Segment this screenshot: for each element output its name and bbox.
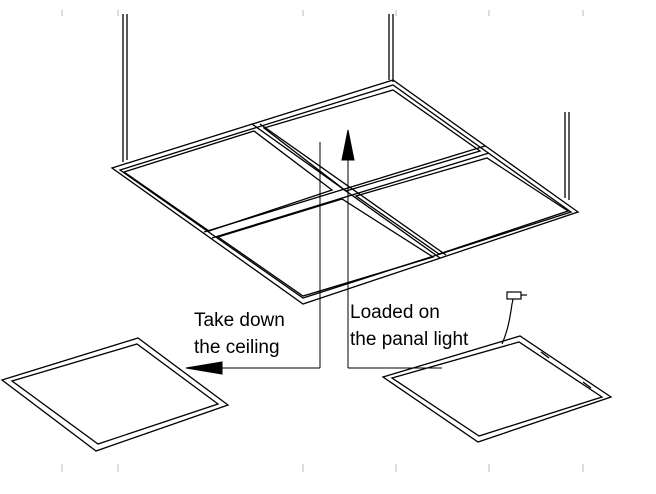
led-panel-light xyxy=(381,335,613,443)
ceiling-panel-top xyxy=(262,89,482,192)
ceiling-panel-left xyxy=(122,130,334,232)
ceiling-grid xyxy=(110,79,580,305)
ceiling-panel-right xyxy=(354,157,570,255)
take-down-label-line2: the ceiling xyxy=(194,337,280,358)
take-down-label-line1: Take down xyxy=(194,310,285,331)
loaded-label-line1: Loaded on xyxy=(350,302,440,323)
top-tick-marks xyxy=(61,10,584,16)
bottom-tick-marks xyxy=(61,464,584,472)
suspension-rods xyxy=(122,14,570,200)
ceiling-tile xyxy=(0,337,230,452)
take-down-arrow xyxy=(185,142,321,375)
ceiling-panel-bottom xyxy=(216,198,435,297)
power-cable xyxy=(501,291,527,345)
loaded-label-line2: the panal light xyxy=(350,329,469,350)
